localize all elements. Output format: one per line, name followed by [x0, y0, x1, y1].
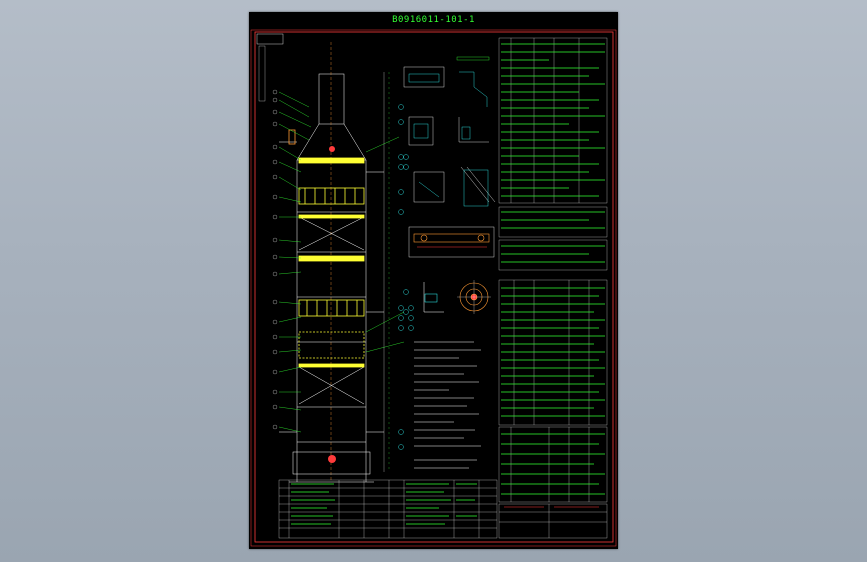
design-data-rows	[501, 211, 605, 417]
drawing-title: B0916011-101-1	[392, 15, 475, 25]
tower-internals	[288, 129, 365, 463]
outer-frame	[250, 29, 617, 547]
bom-text	[291, 483, 477, 525]
drawing-sheet[interactable]: B0916011-101-1	[249, 12, 618, 549]
distributor-detail	[408, 226, 495, 258]
title-block	[498, 503, 608, 539]
technical-notes	[414, 341, 481, 469]
nozzle-table	[498, 37, 608, 204]
detail-views	[403, 56, 496, 207]
balloon-markers	[272, 89, 278, 430]
flange-detail-icon	[423, 282, 444, 313]
nozzle-tags	[398, 104, 414, 450]
leader-lines	[278, 91, 405, 433]
section-ring-icon	[457, 280, 491, 314]
inner-frame	[254, 31, 614, 543]
tower-elevation	[279, 42, 384, 483]
parts-list-rows	[501, 433, 605, 495]
parts-list	[498, 426, 608, 503]
nozzle-table-rows	[501, 43, 605, 197]
drawing-canvas	[250, 29, 617, 547]
bill-of-materials	[278, 479, 498, 539]
